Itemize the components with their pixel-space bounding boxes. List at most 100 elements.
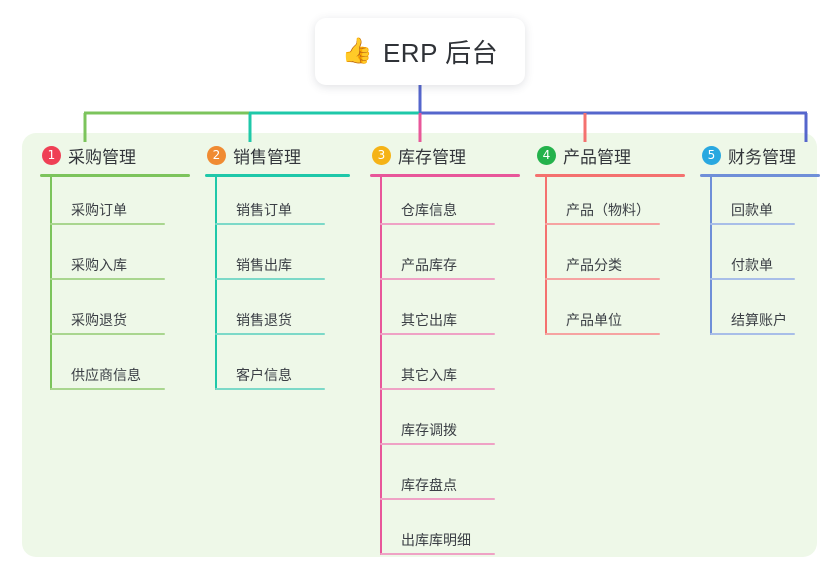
leaf-item[interactable]: 销售出库	[205, 232, 350, 287]
leaf-item[interactable]: 销售退货	[205, 287, 350, 342]
leaf-item-label: 产品库存	[401, 257, 457, 273]
leaf-item-rule	[380, 443, 495, 445]
leaf-item[interactable]: 产品单位	[535, 287, 685, 342]
leaf-item-rule	[545, 223, 660, 225]
leaf-item-rule	[50, 223, 165, 225]
leaf-item[interactable]: 出库库明细	[370, 507, 520, 562]
leaf-item-label: 供应商信息	[71, 367, 141, 383]
root-node-content: 👍 ERP 后台	[342, 33, 498, 70]
branch-header-rule	[700, 174, 820, 177]
leaf-item-rule	[215, 278, 325, 280]
thumbs-up-icon: 👍	[341, 37, 373, 65]
leaf-item-label: 库存盘点	[401, 477, 457, 493]
leaf-item-label: 采购入库	[71, 257, 127, 273]
leaf-item-rule	[545, 278, 660, 280]
leaf-item-label: 回款单	[731, 202, 773, 218]
leaf-item-label: 采购退货	[71, 312, 127, 328]
leaf-item[interactable]: 库存盘点	[370, 452, 520, 507]
leaf-item-label: 产品（物料）	[566, 202, 650, 218]
leaf-item-rule	[710, 333, 795, 335]
branches-panel	[22, 133, 817, 557]
leaf-item-rule	[710, 278, 795, 280]
leaf-item[interactable]: 结算账户	[700, 287, 820, 342]
leaf-item-rule	[215, 388, 325, 390]
branch-title: 销售管理	[233, 147, 301, 167]
leaf-item-label: 库存调拨	[401, 422, 457, 438]
leaf-item-label: 其它入库	[401, 367, 457, 383]
leaf-item-label: 销售订单	[236, 202, 292, 218]
branch-number-badge: 3	[372, 145, 391, 165]
branch-title: 财务管理	[728, 147, 796, 167]
root-node[interactable]: 👍 ERP 后台	[315, 18, 525, 85]
branch-spine	[545, 177, 547, 335]
leaf-item[interactable]: 采购入库	[40, 232, 190, 287]
leaf-item-rule	[710, 223, 795, 225]
leaf-item-label: 采购订单	[71, 202, 127, 218]
branch-spine	[215, 177, 217, 390]
leaf-item[interactable]: 产品分类	[535, 232, 685, 287]
branch-header-rule	[40, 174, 190, 177]
branch-spine	[50, 177, 52, 390]
leaf-item[interactable]: 产品库存	[370, 232, 520, 287]
leaf-item-label: 其它出库	[401, 312, 457, 328]
leaf-item-rule	[380, 223, 495, 225]
leaf-item-rule	[380, 333, 495, 335]
branch-number-badge: 2	[207, 145, 226, 165]
branch-header-2[interactable]: 2 销售管理	[205, 142, 350, 168]
leaf-item[interactable]: 仓库信息	[370, 177, 520, 232]
leaf-item[interactable]: 付款单	[700, 232, 820, 287]
leaf-item[interactable]: 其它入库	[370, 342, 520, 397]
branch-title: 库存管理	[398, 147, 466, 167]
leaf-item-label: 销售出库	[236, 257, 292, 273]
leaf-item-label: 产品单位	[566, 312, 622, 328]
branch-item-list: 仓库信息产品库存其它出库其它入库库存调拨库存盘点出库库明细	[370, 177, 520, 562]
branch-column-4: 4 产品管理产品（物料） 产品分类产品单位	[535, 142, 685, 342]
leaf-item-label: 付款单	[731, 257, 773, 273]
leaf-item[interactable]: 客户信息	[205, 342, 350, 397]
branch-item-list: 产品（物料） 产品分类产品单位	[535, 177, 685, 342]
leaf-item[interactable]: 库存调拨	[370, 397, 520, 452]
branch-spine	[710, 177, 712, 335]
leaf-item[interactable]: 采购退货	[40, 287, 190, 342]
leaf-item-rule	[380, 553, 495, 555]
branch-item-list: 销售订单销售出库销售退货客户信息	[205, 177, 350, 397]
leaf-item-rule	[380, 498, 495, 500]
leaf-item-label: 产品分类	[566, 257, 622, 273]
branch-number-badge: 4	[537, 145, 556, 165]
leaf-item-rule	[50, 388, 165, 390]
branch-column-3: 3 库存管理仓库信息产品库存其它出库其它入库库存调拨库存盘点出库库明细	[370, 142, 520, 562]
leaf-item[interactable]: 回款单	[700, 177, 820, 232]
branch-item-list: 采购订单采购入库采购退货供应商信息	[40, 177, 190, 397]
leaf-item-rule	[50, 333, 165, 335]
leaf-item-label: 销售退货	[236, 312, 292, 328]
branch-number-badge: 5	[702, 145, 721, 165]
branch-header-rule	[205, 174, 350, 177]
branch-header-5[interactable]: 5 财务管理	[700, 142, 820, 168]
leaf-item[interactable]: 产品（物料）	[535, 177, 685, 232]
leaf-item-label: 客户信息	[236, 367, 292, 383]
leaf-item-rule	[380, 278, 495, 280]
leaf-item-rule	[50, 278, 165, 280]
branch-column-2: 2 销售管理销售订单销售出库销售退货客户信息	[205, 142, 350, 397]
leaf-item-label: 出库库明细	[401, 532, 471, 548]
leaf-item[interactable]: 销售订单	[205, 177, 350, 232]
branch-title: 产品管理	[563, 147, 631, 167]
branch-header-3[interactable]: 3 库存管理	[370, 142, 520, 168]
leaf-item-label: 结算账户	[731, 312, 787, 328]
branch-header-rule	[535, 174, 685, 177]
branch-header-rule	[370, 174, 520, 177]
leaf-item[interactable]: 其它出库	[370, 287, 520, 342]
leaf-item-rule	[380, 388, 495, 390]
leaf-item-rule	[545, 333, 660, 335]
branch-header-4[interactable]: 4 产品管理	[535, 142, 685, 168]
branch-spine	[380, 177, 382, 555]
leaf-item[interactable]: 供应商信息	[40, 342, 190, 397]
leaf-item-label: 仓库信息	[401, 202, 457, 218]
leaf-item[interactable]: 采购订单	[40, 177, 190, 232]
branch-item-list: 回款单付款单结算账户	[700, 177, 820, 342]
leaf-item-rule	[215, 333, 325, 335]
branch-title: 采购管理	[68, 147, 136, 167]
